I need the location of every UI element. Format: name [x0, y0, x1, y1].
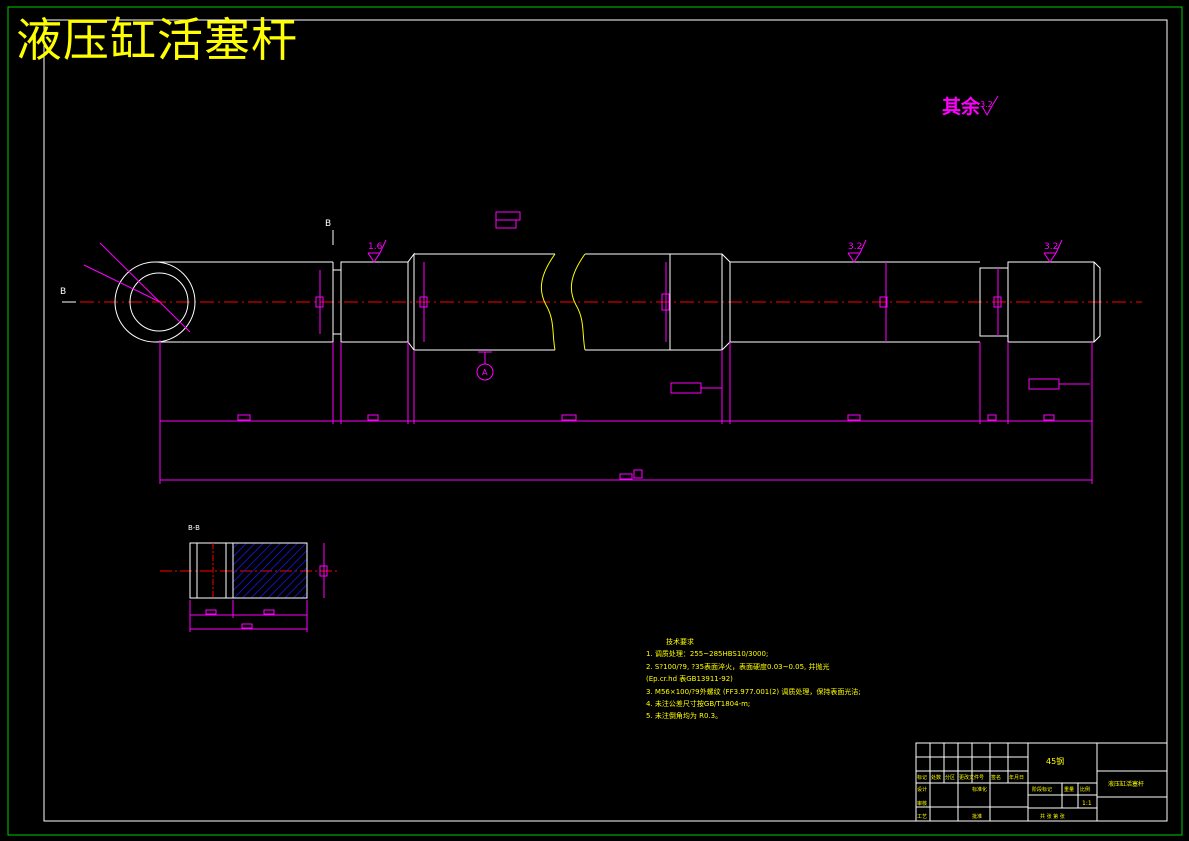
- inner-frame: [43, 19, 1168, 822]
- length-dims: [159, 340, 1093, 484]
- roughness-note-text: 其余: [942, 96, 981, 118]
- tolerance-frames: [495, 211, 1090, 394]
- roughness-note-value: 3.2: [980, 100, 993, 109]
- tech-req-heading: 技术要求: [666, 638, 694, 646]
- title-block-labels: 标记 处数 分区 更改文件号 签名 年月日 设计 标准化 审核 工艺 批准 阶段…: [917, 774, 1090, 820]
- tb-label-change-doc: 更改文件号: [959, 774, 984, 781]
- section-label-top: B: [325, 219, 331, 229]
- roughness-values: 1.6 3.2 3.2: [368, 242, 1058, 252]
- tech-req-item-1: 1. 调质处理：255~285HBS10/3000;: [646, 650, 769, 659]
- tb-label-sheets: 共 张 第 张: [1040, 813, 1065, 820]
- roughness-note: 其余3.2: [942, 92, 993, 119]
- title-block: [915, 742, 1168, 822]
- roughness-value-2: 3.2: [848, 242, 862, 252]
- break-line-left: [540, 253, 556, 351]
- tech-req-item-6: 5. 未注倒角均为 R0.3。: [646, 712, 723, 721]
- break-line-right: [570, 253, 586, 351]
- tb-label-mark: 标记: [917, 774, 927, 781]
- roughness-value-1: 1.6: [368, 242, 383, 252]
- outer-frame: [7, 6, 1183, 836]
- tb-label-approve: 批准: [972, 813, 982, 820]
- tech-req-item-5: 4. 未注公差尺寸按GB/T1804-m;: [646, 700, 751, 709]
- technical-requirements: 技术要求 1. 调质处理：255~285HBS10/3000; 2. S?100…: [646, 636, 861, 723]
- tb-label-process: 工艺: [917, 814, 927, 820]
- tech-req-item-3: (Ep.cr.hd 表GB13911-92): [646, 675, 733, 684]
- tb-label-review: 审核: [917, 800, 927, 807]
- tb-label-zone: 分区: [945, 774, 955, 781]
- tb-label-standard: 标准化: [972, 786, 987, 793]
- tech-req-item-2: 2. S?100/?9, ?35表面淬火，表面硬度0.03~0.05, 并抛光: [646, 662, 830, 671]
- tb-label-count: 处数: [931, 774, 941, 781]
- section-markers: [62, 230, 334, 303]
- section-detail: [160, 542, 338, 632]
- material-text: 45钢: [1046, 756, 1064, 766]
- tb-label-design: 设计: [917, 786, 927, 793]
- scale-text: 1:1: [1082, 800, 1092, 807]
- diameter-dims: [83, 242, 1002, 342]
- tb-label-stage: 阶段标记: [1032, 786, 1052, 793]
- roughness-symbols: [367, 95, 1063, 263]
- roughness-value-3: 3.2: [1044, 242, 1058, 252]
- tb-label-sign: 签名: [991, 774, 1001, 781]
- section-label-left: B: [60, 287, 66, 297]
- tb-label-weight: 重量: [1064, 786, 1074, 793]
- tb-label-scale: 比例: [1080, 786, 1090, 793]
- part-name-text: 液压缸活塞杆: [1108, 780, 1144, 788]
- detail-section-label: B-B: [188, 524, 200, 532]
- drawing-title: 液压缸活塞杆: [16, 13, 298, 67]
- tech-req-item-4: 3. M56×100/?9外螺纹 (FF3.977.001(2) 调质处理，保持…: [646, 687, 861, 696]
- datum-symbol: [476, 351, 494, 381]
- datum-label: A: [482, 368, 488, 377]
- tb-label-date: 年月日: [1009, 774, 1024, 781]
